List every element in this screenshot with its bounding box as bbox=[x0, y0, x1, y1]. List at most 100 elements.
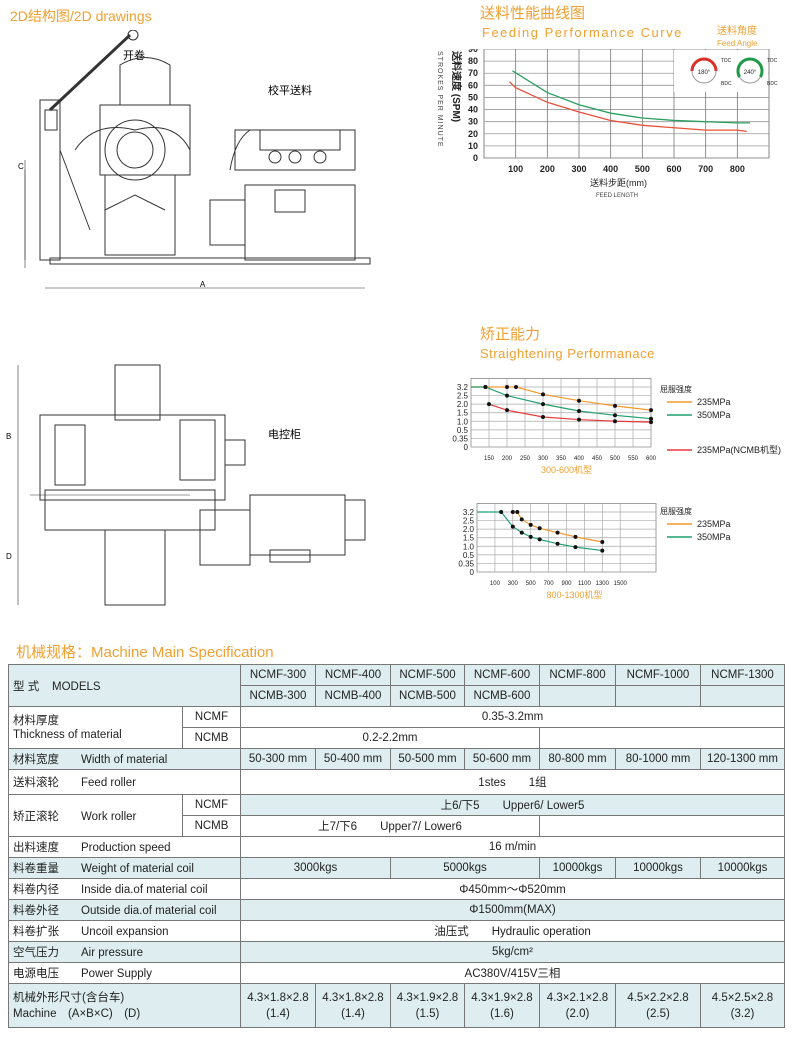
feed-roller-value: 1stes 1组 bbox=[240, 769, 785, 795]
dimension-d: (3.2) bbox=[730, 1007, 755, 1020]
data-point bbox=[528, 534, 533, 539]
dimension-d: (1.4) bbox=[266, 1007, 290, 1020]
width-value: 50-600 mm bbox=[464, 748, 540, 770]
width-cn: 材料宽度 bbox=[13, 754, 59, 766]
ncmb-model: NCMB-500 bbox=[390, 685, 465, 707]
x-axis-label-cn: 送料步距(mm) bbox=[590, 177, 647, 188]
dimension-abc: 4.5×2.2×2.8 bbox=[627, 991, 689, 1004]
y-tick-label: 30 bbox=[468, 117, 478, 127]
data-point bbox=[510, 524, 515, 529]
coil-weight-value: 10000kgs bbox=[700, 857, 785, 879]
data-point bbox=[537, 537, 542, 542]
width-value: 80-1000 mm bbox=[615, 748, 701, 770]
power-cn: 电源电压 bbox=[13, 968, 59, 980]
gauge-bdc: BDC bbox=[767, 81, 778, 87]
ncmf-model: NCMF-1000 bbox=[615, 664, 701, 686]
data-point bbox=[483, 385, 488, 389]
dimension-abc: 4.3×1.8×2.8 bbox=[247, 991, 309, 1004]
ncmb-model: NCMB-400 bbox=[315, 685, 391, 707]
legend-label: 350MPa bbox=[697, 532, 731, 542]
data-point bbox=[487, 402, 491, 407]
legend-label: 235MPa(NCMB机型) bbox=[697, 444, 781, 455]
dimension-abc: 4.5×2.5×2.8 bbox=[711, 991, 774, 1004]
data-point bbox=[499, 510, 504, 514]
coil-weight-cn: 料卷重量 bbox=[13, 863, 59, 875]
air-value: 5kg/cm² bbox=[240, 941, 785, 963]
y-tick-label: 70 bbox=[468, 68, 478, 78]
x-tick-label: 450 bbox=[592, 456, 603, 462]
ncmf-model: NCMF-1300 bbox=[700, 664, 785, 686]
y-tick-label: 0.35 bbox=[458, 559, 474, 568]
data-point bbox=[505, 408, 509, 413]
x-tick-label: 800 bbox=[730, 164, 745, 174]
x-tick-label: 350 bbox=[556, 456, 567, 462]
data-point bbox=[613, 419, 617, 424]
chart-caption: 800-1300机型 bbox=[547, 589, 603, 600]
spec-title: 机械规格：Machine Main Specification bbox=[16, 644, 274, 661]
data-point bbox=[613, 413, 617, 418]
legend-label: 235MPa bbox=[697, 397, 731, 407]
dimension-d: (2.0) bbox=[565, 1007, 590, 1020]
dimension-d: (1.4) bbox=[341, 1007, 365, 1020]
dim-c-label: C bbox=[18, 162, 24, 171]
data-point bbox=[505, 385, 509, 389]
gauge-value: 240° bbox=[744, 70, 757, 76]
uncoil-cn: 料卷扩张 bbox=[13, 926, 59, 938]
work-roller-ncmb-value: 上7/下6 Upper7/ Lower6 bbox=[240, 815, 540, 837]
x-tick-label: 500 bbox=[610, 456, 621, 462]
thickness-ncmb-label: NCMB bbox=[182, 727, 241, 749]
cabinet-label: 电控柜 bbox=[268, 429, 301, 441]
x-tick-label: 700 bbox=[544, 581, 555, 587]
y-tick-label: 2.0 bbox=[463, 525, 475, 534]
coil-weight-value: 10000kgs bbox=[615, 857, 701, 879]
inside-dia-value: Φ450mm～Φ520mm bbox=[240, 878, 785, 900]
data-point bbox=[577, 398, 581, 403]
data-point bbox=[649, 420, 653, 425]
data-point bbox=[519, 530, 524, 535]
x-tick-label: 500 bbox=[635, 164, 650, 174]
y-tick-label: 0.5 bbox=[457, 426, 469, 435]
coil-weight-value: 5000kgs bbox=[390, 857, 540, 879]
dimension-d: (2.5) bbox=[646, 1007, 670, 1020]
x-tick-label: 300 bbox=[571, 164, 586, 174]
y-axis-label-cn: 送料速度 (SPM) bbox=[450, 50, 463, 122]
x-tick-label: 300 bbox=[508, 581, 519, 587]
air-cn: 空气压力 bbox=[13, 947, 59, 959]
speed-en: Production speed bbox=[81, 842, 171, 854]
data-point bbox=[649, 416, 653, 421]
drawings-title: 2D结构图/2D drawings bbox=[10, 8, 152, 24]
gauge-value: 180° bbox=[698, 70, 711, 76]
dimension-abc: 4.3×2.1×2.8 bbox=[546, 991, 609, 1004]
inside-dia-en: Inside dia.of material coil bbox=[81, 884, 208, 896]
dimensions-row: 机械外形尺寸(含台车)Machine (A×B×C) (D) 4.3×1.8×2… bbox=[8, 983, 785, 1028]
y-tick-label: 40 bbox=[468, 105, 478, 115]
work-roller-ncmf-label: NCMF bbox=[182, 794, 241, 816]
thickness-ncmf-value: 0.35-3.2mm bbox=[240, 706, 785, 728]
y-tick-label: 60 bbox=[468, 80, 478, 90]
dim-d-label: D bbox=[6, 552, 12, 561]
series-line bbox=[471, 386, 652, 411]
y-tick-label: 1.0 bbox=[457, 417, 469, 426]
models-label-en: MODELS bbox=[51, 680, 101, 693]
inside-dia-cn: 料卷内径 bbox=[13, 884, 59, 896]
straightening-title-en: Straightening Performanace bbox=[480, 346, 655, 361]
data-point bbox=[573, 545, 578, 550]
x-tick-label: 500 bbox=[526, 581, 537, 587]
feed-angle-en: Feed Angle bbox=[717, 39, 758, 48]
width-en: Width of material bbox=[81, 754, 168, 766]
legend-title: 屈服强度 bbox=[660, 384, 692, 394]
feeding-title-cn: 送料性能曲线图 bbox=[480, 5, 586, 22]
ncmf-model: NCMF-500 bbox=[390, 664, 465, 686]
y-tick-label: 20 bbox=[468, 129, 478, 139]
gauge-tdc: TDC bbox=[767, 58, 778, 64]
data-point bbox=[541, 392, 545, 397]
x-tick-label: 550 bbox=[628, 456, 639, 462]
ncmf-model: NCMF-400 bbox=[315, 664, 391, 686]
series-line bbox=[488, 403, 652, 423]
dim-b-label: B bbox=[6, 432, 12, 441]
work-roller-ncmf-value: 上6/下5 Upper6/ Lower5 bbox=[240, 794, 785, 816]
y-tick-label: 1.5 bbox=[463, 534, 475, 543]
